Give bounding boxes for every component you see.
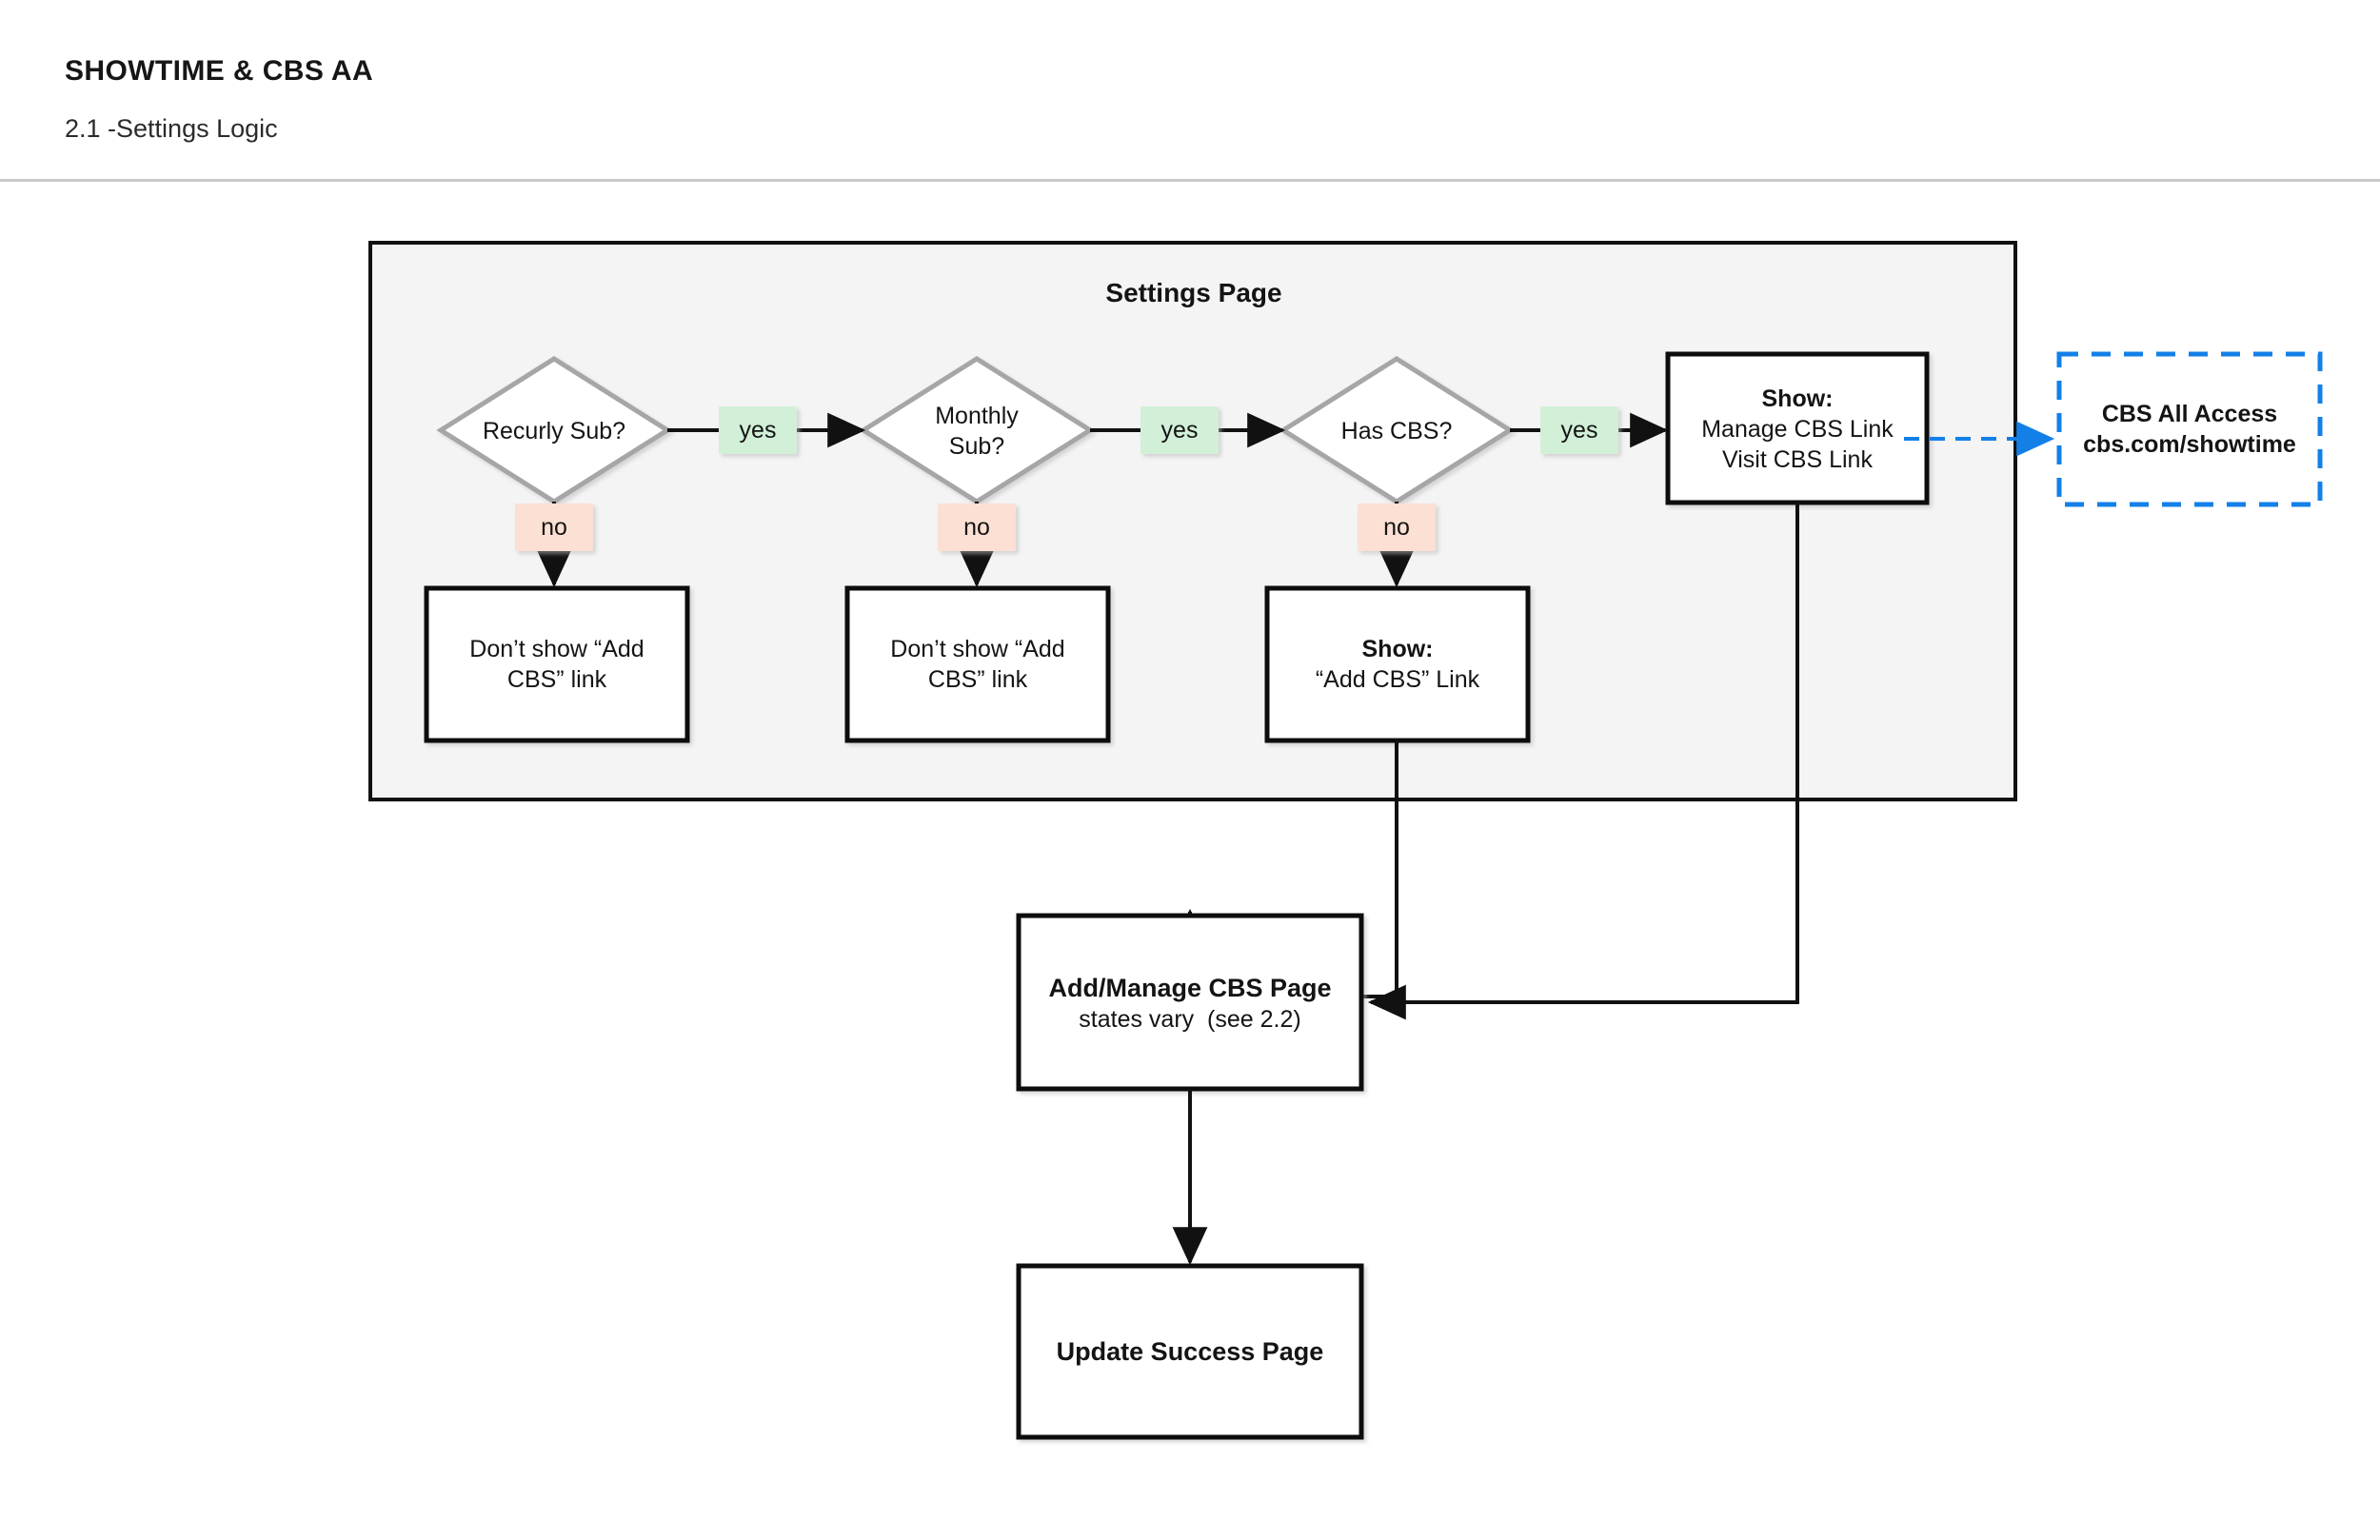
badge-no-recurly bbox=[515, 503, 593, 551]
node-cbs-all-access[interactable] bbox=[2056, 351, 2323, 507]
badge-yes-hascbs bbox=[1540, 406, 1618, 454]
page-header: SHOWTIME & CBS AA 2.1 -Settings Logic bbox=[0, 0, 2380, 182]
node-dont-show-add-cbs-monthly[interactable] bbox=[844, 585, 1111, 743]
badge-yes-recurly bbox=[719, 406, 797, 454]
badge-no-monthly bbox=[938, 503, 1016, 551]
badge-yes-monthly bbox=[1140, 406, 1219, 454]
node-show-add-cbs-link[interactable] bbox=[1264, 585, 1531, 743]
header-divider bbox=[0, 179, 2380, 182]
node-dont-show-add-cbs-recurly[interactable] bbox=[424, 585, 690, 743]
badge-no-hascbs bbox=[1358, 503, 1436, 551]
page-title: SHOWTIME & CBS AA bbox=[65, 55, 374, 87]
page-subtitle: 2.1 -Settings Logic bbox=[65, 114, 278, 143]
edge-manage-cbs-to-add-manage-page bbox=[1367, 503, 1799, 1020]
node-add-manage-cbs-page[interactable] bbox=[1016, 913, 1364, 1092]
node-update-success-page[interactable] bbox=[1016, 1263, 1364, 1440]
node-show-manage-cbs-link[interactable] bbox=[1665, 351, 1930, 505]
